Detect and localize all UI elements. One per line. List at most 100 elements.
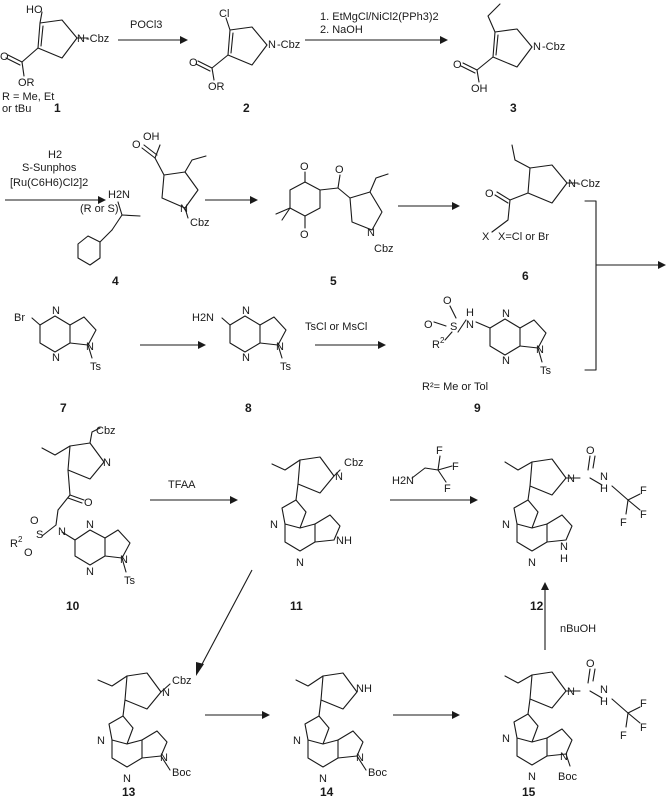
atom-N: N	[600, 471, 608, 483]
x-definition: X=Cl or Br	[498, 231, 549, 243]
compound-number-12: 12	[530, 599, 544, 613]
atom-O: O	[24, 547, 33, 559]
atom-Cbz: Cbz	[190, 217, 210, 229]
atom-R2: R2	[432, 336, 445, 351]
atom-N: N	[86, 566, 94, 578]
atom-O: O	[586, 445, 595, 457]
atom-O: O	[586, 658, 595, 670]
atom-O: O	[0, 51, 9, 63]
atom-N: N	[367, 227, 375, 239]
compound-6: O X N -Cbz X=Cl or Br 6	[482, 144, 600, 283]
atom-N: N	[120, 554, 128, 566]
atom-N: N	[356, 752, 364, 764]
atom-N: N	[528, 771, 536, 783]
atom-O: O	[335, 164, 344, 176]
compound-number-7: 7	[60, 401, 67, 415]
atom-R2: R2	[10, 535, 23, 550]
atom-F: F	[640, 722, 647, 734]
compound-3: O OH N -Cbz 3	[453, 3, 565, 115]
atom-N: N	[86, 341, 94, 353]
compound-5: O O O N Cbz 5	[275, 161, 394, 288]
atom-OH: OH	[143, 131, 160, 143]
atom-N: N	[52, 305, 60, 317]
atom-O: O	[443, 295, 452, 307]
atom-F: F	[640, 485, 647, 497]
atom-F: F	[436, 445, 443, 457]
compound-number-11: 11	[290, 599, 303, 613]
compound-12: N O H N F F F N N N H 12	[502, 445, 647, 613]
atom-O: O	[300, 161, 309, 173]
r-definition-2: or tBu	[2, 103, 31, 115]
arrow-step-14: nBuOH	[541, 582, 596, 650]
arrow-step-9: H2N F F F	[390, 445, 478, 504]
atom-Cbz: Cbz	[374, 243, 394, 255]
atom-N: N	[86, 519, 94, 531]
atom-F: F	[444, 483, 451, 495]
arrow-step-5	[398, 202, 460, 210]
atom-HO: HO	[26, 4, 43, 16]
r2-definition: R²= Me or Tol	[422, 381, 488, 393]
atom-N: N	[293, 735, 301, 747]
compound-number-1: 1	[54, 101, 61, 115]
atom-N: N	[52, 352, 60, 364]
reagent-pocl3: POCl3	[130, 19, 162, 31]
atom-Cl: Cl	[219, 8, 229, 20]
atom-F: F	[640, 509, 647, 521]
atom-N: N	[560, 751, 568, 763]
r-definition-1: R = Me, Et	[2, 91, 54, 103]
atom-N: N	[533, 41, 541, 53]
atom-N: N	[528, 557, 536, 569]
atom-N: N	[270, 519, 278, 531]
atom-F: F	[452, 461, 459, 473]
atom-Cbz: -Cbz	[542, 41, 565, 53]
arrow-step-2: 1. EtMgCl/NiCl2(PPh3)2 2. NaOH	[305, 11, 448, 44]
atom-Boc: Boc	[172, 767, 191, 779]
atom-O: O	[300, 229, 309, 241]
atom-X: X	[482, 231, 490, 243]
compound-number-9: 9	[474, 401, 481, 415]
atom-H2N: H2N	[192, 312, 214, 324]
reagent-ru-catalyst: [Ru(C6H6)Cl2]2	[10, 177, 88, 189]
arrow-step-12	[393, 711, 460, 719]
compound-8: H2N N N N Ts 8	[192, 305, 292, 415]
reagent-tfaa: TFAA	[168, 479, 196, 491]
arrow-step-10	[196, 569, 253, 676]
atom-S: S	[36, 529, 43, 541]
compound-4: O OH N Cbz H2N (R or S) 4	[77, 131, 210, 288]
atom-Ts: Ts	[280, 361, 292, 373]
reagent-sunphos: S-Sunphos	[22, 162, 77, 174]
reagent-naoh: 2. NaOH	[320, 24, 363, 36]
atom-N: N	[123, 773, 131, 785]
reagent-h2: H2	[48, 149, 62, 161]
atom-Cbz: Cbz	[344, 457, 364, 469]
atom-N: N	[466, 319, 474, 331]
atom-H2N: H2N	[108, 189, 130, 201]
compound-7: Br N N N Ts 7	[14, 305, 102, 415]
atom-Cbz: Cbz	[172, 675, 192, 687]
atom-F: F	[640, 698, 647, 710]
compound-9: H N S O O R2 N N N Ts R²= Me or Tol 9	[422, 295, 552, 415]
atom-Ts: Ts	[124, 575, 136, 587]
atom-N: N	[97, 735, 105, 747]
atom-N: N	[560, 541, 568, 553]
atom-F: F	[620, 517, 627, 529]
atom-Br: Br	[14, 312, 25, 324]
compound-1: HO O OR N -Cbz R = Me, Et or tBu 1	[0, 4, 109, 115]
atom-O: O	[453, 59, 462, 71]
atom-Cbz: -Cbz	[86, 33, 109, 45]
arrow-step-4	[205, 196, 258, 204]
atom-OR: OR	[208, 81, 225, 93]
atom-Ts: Ts	[90, 361, 102, 373]
compound-number-13: 13	[122, 785, 136, 799]
atom-N: N	[242, 305, 250, 317]
atom-N: N	[180, 203, 188, 215]
atom-N: N	[502, 519, 510, 531]
compound-number-15: 15	[522, 785, 536, 799]
atom-O: O	[30, 515, 39, 527]
atom-Boc: Boc	[368, 767, 387, 779]
atom-F: F	[620, 730, 627, 742]
atom-H: H	[600, 483, 608, 495]
atom-Cbz: -Cbz	[277, 39, 300, 51]
atom-N: N	[502, 355, 510, 367]
